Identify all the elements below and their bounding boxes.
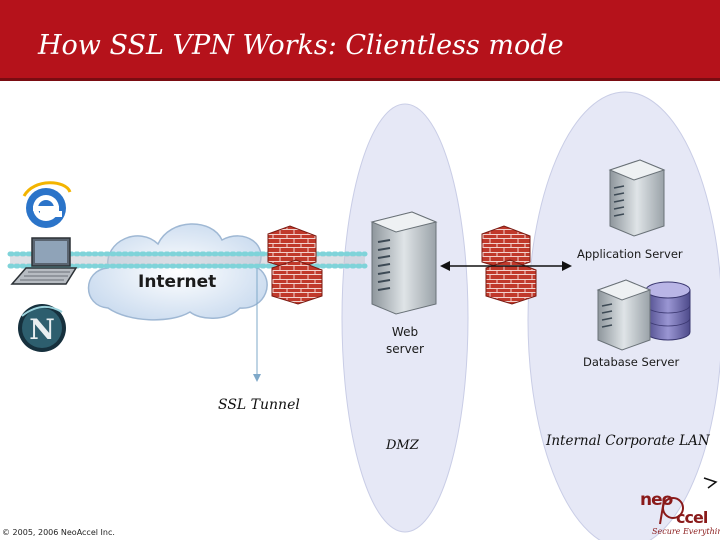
ssl-tunnel-pointer	[253, 268, 261, 382]
database-icon	[645, 281, 691, 341]
internet-label: Internet	[138, 272, 217, 292]
logo-text-top: neo	[640, 490, 673, 510]
firewall-icon	[267, 225, 323, 305]
database-server-label: Database Server	[583, 355, 680, 369]
browser-e-icon	[22, 181, 72, 228]
server-icon	[608, 159, 666, 237]
copyright-text: © 2005, 2006 NeoAccel Inc.	[2, 528, 115, 537]
server-icon	[596, 279, 652, 351]
netscape-n-icon: N	[18, 304, 66, 352]
svg-text:N: N	[29, 313, 55, 346]
laptop-icon	[10, 237, 78, 285]
connection-arrow	[440, 261, 572, 271]
neoaccel-logo	[659, 477, 718, 525]
internal-lan-label: Internal Corporate LAN	[546, 433, 710, 449]
dmz-zone	[341, 103, 469, 533]
server-icon	[370, 211, 438, 315]
logo-text-bottom: ccel	[676, 508, 708, 527]
slide-title: How SSL VPN Works: Clientless mode	[38, 30, 564, 61]
firewall-icon	[481, 225, 537, 305]
ssl-tunnel-label: SSL Tunnel	[218, 397, 300, 413]
logo-tagline: Secure Everything	[652, 527, 720, 536]
application-server-label: Application Server	[577, 247, 683, 261]
dmz-label: DMZ	[386, 438, 419, 453]
title-bar	[0, 0, 720, 81]
web-server-label: Web server	[386, 325, 424, 356]
